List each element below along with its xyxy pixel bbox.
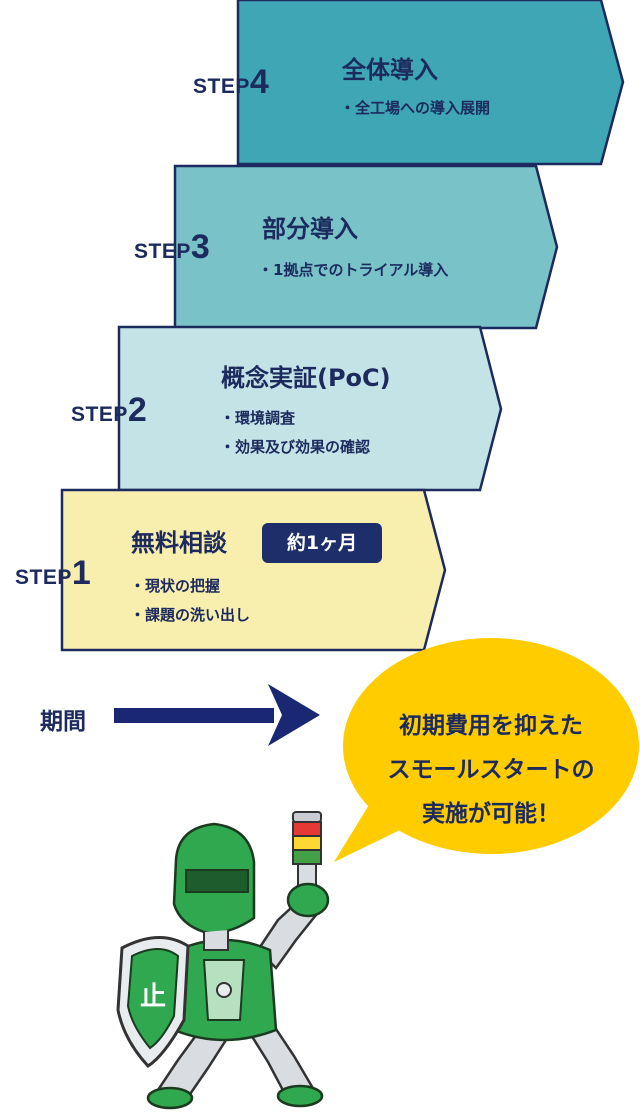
step3-word: STEP: [134, 240, 191, 263]
period-label: 期間: [40, 709, 86, 735]
step2-bullets: 環境調査 効果及び効果の確認: [220, 404, 370, 462]
step2-bullet-1: 環境調査: [220, 404, 370, 433]
step1-label: STEP1: [15, 556, 91, 590]
step1-bullet-2: 課題の洗い出し: [130, 601, 250, 630]
step1-title: 無料相談: [131, 529, 227, 557]
step4-bullets: 全工場への導入展開: [340, 94, 490, 123]
step3-shape: [173, 164, 559, 330]
knight-mascot-icon: 止: [116, 811, 330, 1110]
step4-shape: [236, 0, 625, 166]
step2-title: 概念実証(PoC): [221, 364, 391, 392]
step4-number: 4: [249, 63, 269, 101]
step2-bullet-2: 効果及び効果の確認: [220, 433, 370, 462]
step1-bullets: 現状の把握 課題の洗い出し: [130, 572, 250, 630]
step4-word: STEP: [193, 75, 250, 98]
step1-word: STEP: [15, 566, 72, 589]
duration-badge: 約1ヶ月: [262, 523, 382, 563]
step1-number: 1: [71, 554, 91, 592]
step3-bullets: 1拠点でのトライアル導入: [258, 256, 448, 285]
step4-bullet: 全工場への導入展開: [340, 94, 490, 123]
step1-bullet-1: 現状の把握: [130, 572, 250, 601]
step4-title: 全体導入: [342, 56, 438, 84]
bubble-line-2: スモールスタートの: [387, 757, 595, 783]
step2-word: STEP: [71, 403, 128, 426]
bubble-line-3: 実施が可能！: [422, 801, 560, 827]
period-arrow-icon: [114, 684, 320, 746]
step3-bullet: 1拠点でのトライアル導入: [258, 256, 448, 285]
bubble-line-1: 初期費用を抑えた: [399, 713, 583, 739]
step3-number: 3: [190, 228, 210, 266]
speech-bubble-text: 初期費用を抑えた スモールスタートの 実施が可能！: [350, 704, 632, 836]
shield-glyph: 止: [140, 982, 166, 1012]
step2-number: 2: [127, 391, 147, 429]
step4-label: STEP4: [193, 65, 269, 99]
step2-label: STEP2: [71, 393, 147, 427]
step3-title: 部分導入: [262, 215, 358, 243]
step3-label: STEP3: [134, 230, 210, 264]
